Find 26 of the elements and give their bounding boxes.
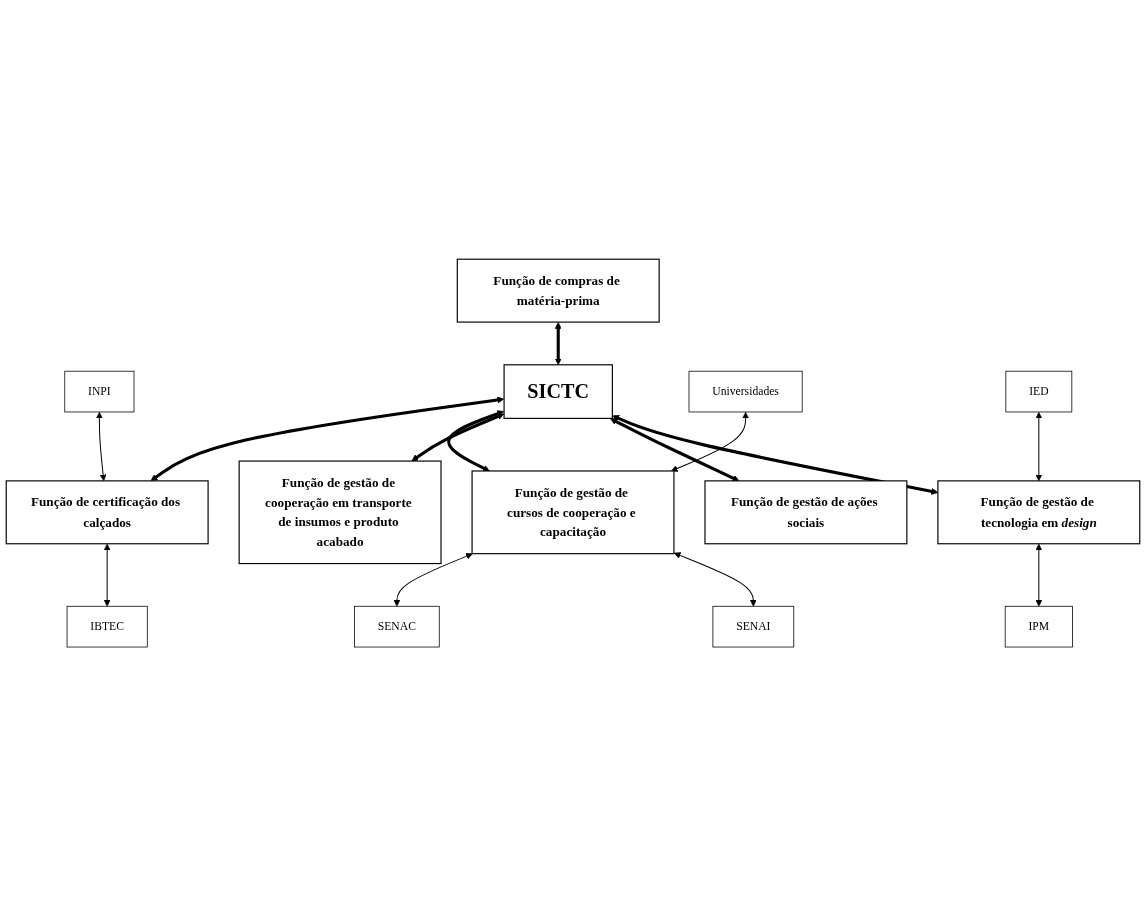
node-box: Função de gestão de tecnologia em design (937, 480, 1141, 545)
node-box: SICTC (503, 364, 613, 419)
arrow (96, 411, 107, 482)
node-box: IPM (1004, 605, 1073, 648)
arrow (103, 543, 111, 607)
arrow (150, 396, 505, 482)
node-box: Função de gestão de cursos de cooperação e capacitação (471, 470, 675, 555)
arrow (447, 410, 505, 472)
arrow (411, 413, 505, 462)
arrow (554, 321, 562, 365)
node-box: IBTEC (66, 605, 148, 648)
arrow (610, 418, 740, 482)
node-box: Função de compras de matéria-prima (456, 258, 660, 323)
arrow (1035, 543, 1043, 607)
node-box: INPI (64, 370, 135, 413)
node-box: SENAC (354, 605, 440, 648)
arrow (671, 411, 749, 472)
node-box: Função de gestão de ações sociais (704, 480, 908, 545)
arrow (673, 552, 757, 607)
node-box: Função de certificação dos calçados (5, 480, 209, 545)
node-box: Universidades (688, 370, 803, 413)
node-box: SENAI (712, 605, 795, 648)
node-box: IED (1005, 370, 1073, 413)
node-box: Função de gestão de cooperação em transporte de insumos e produto acabado (238, 460, 442, 565)
arrow (393, 552, 473, 607)
arrow (1035, 411, 1043, 482)
